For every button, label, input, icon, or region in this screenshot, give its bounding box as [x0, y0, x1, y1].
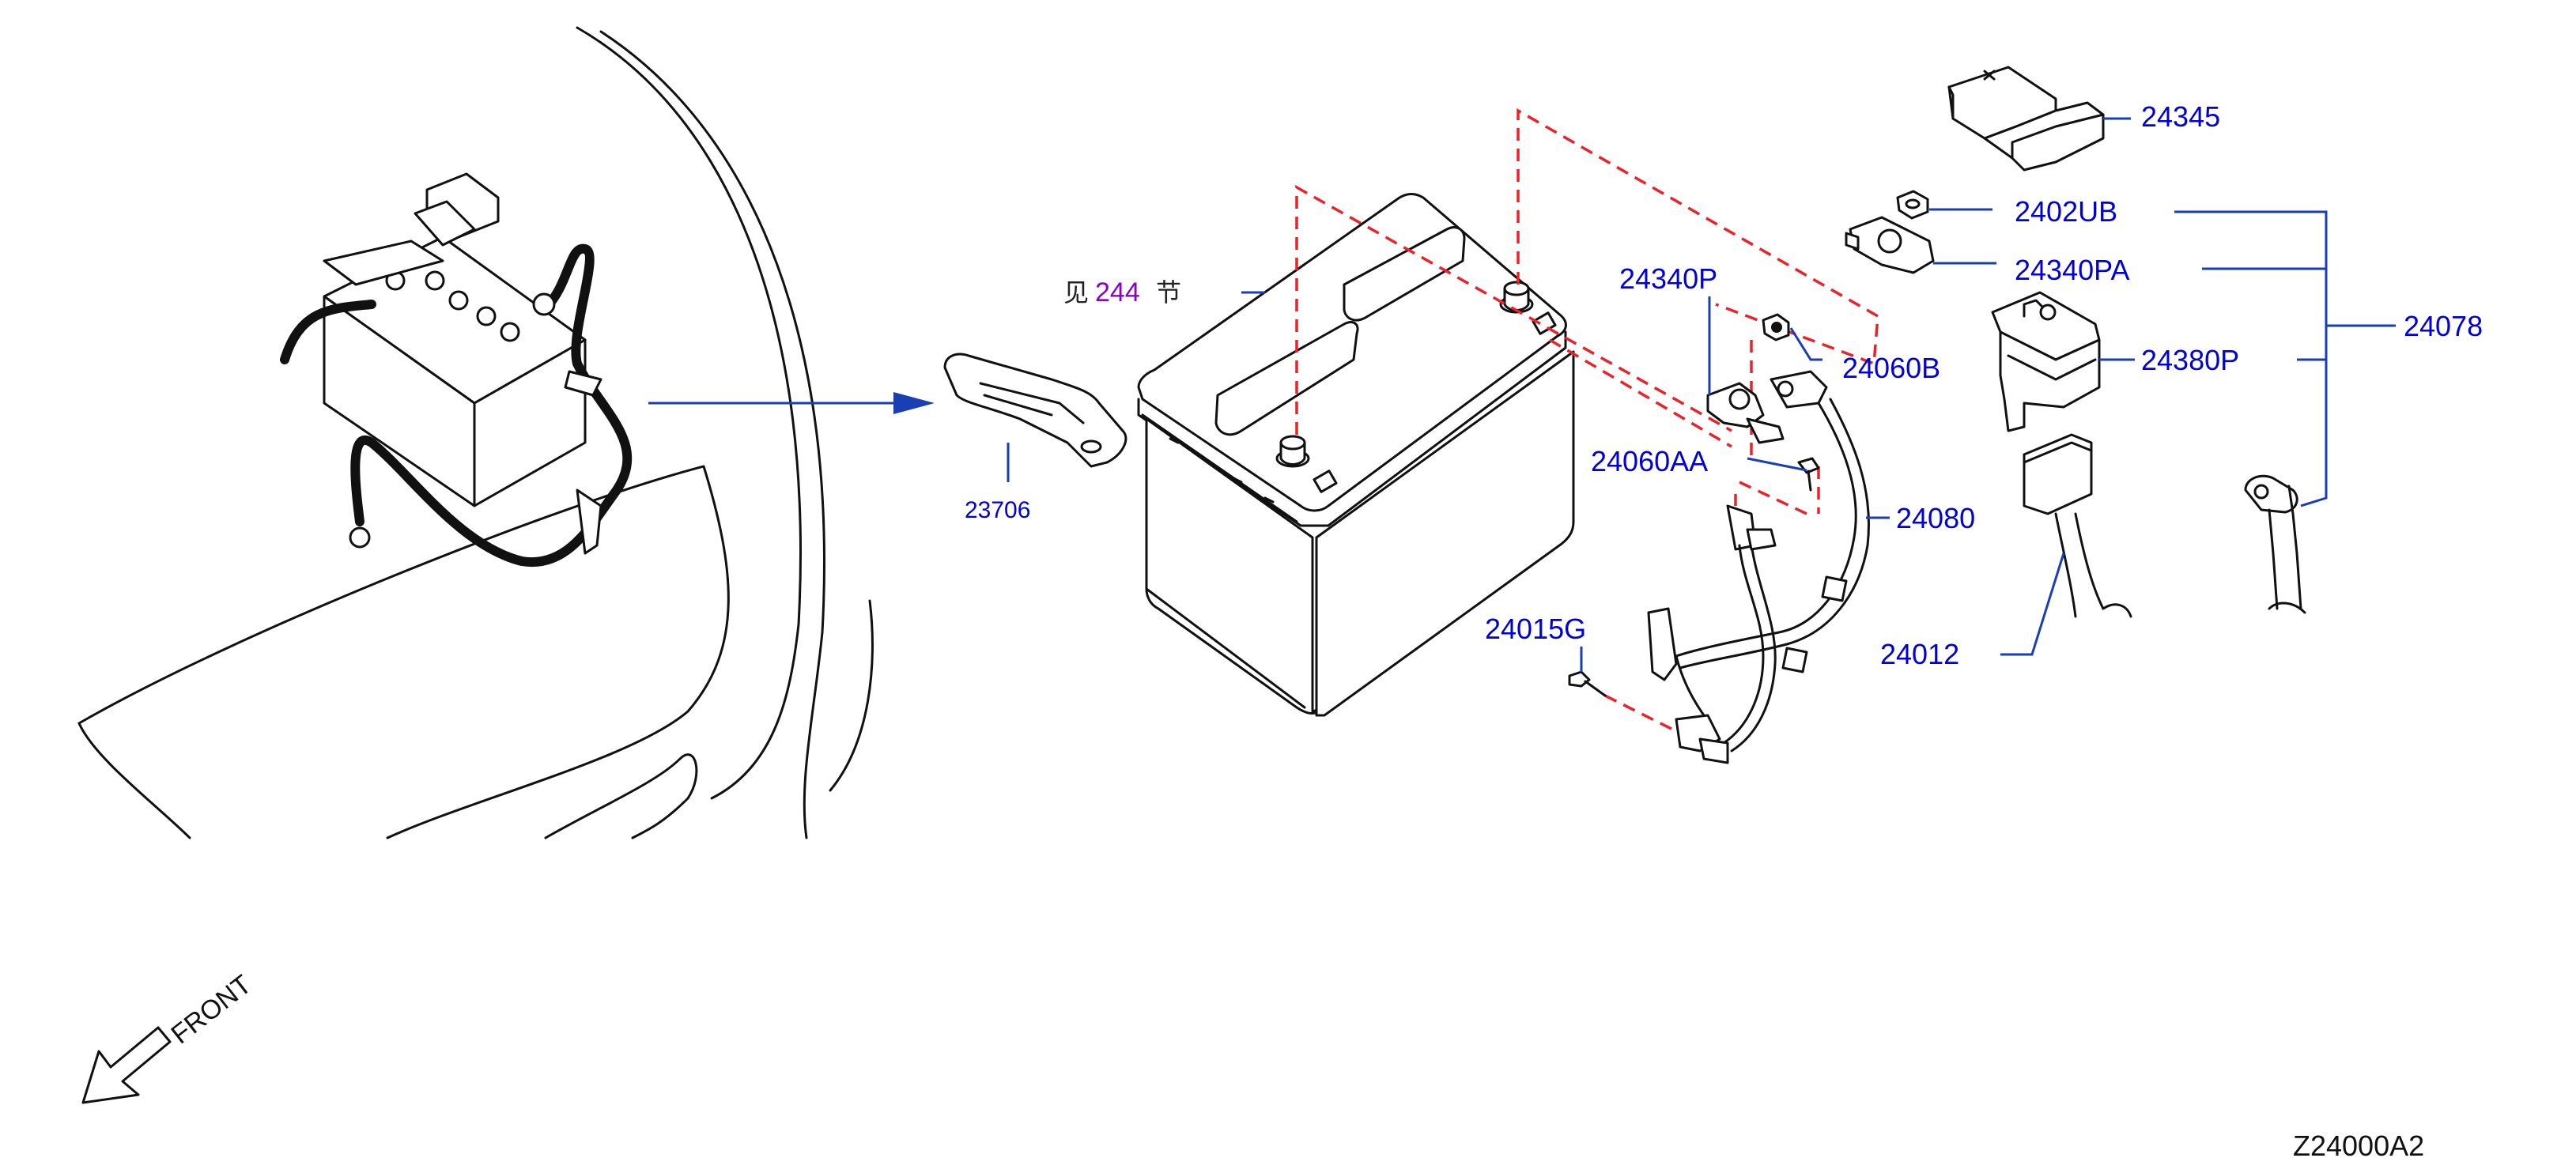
reference-suffix: 节: [1156, 277, 1181, 307]
label-24080[interactable]: 24080: [1896, 502, 1975, 534]
label-24340PA[interactable]: 24340PA: [2015, 254, 2129, 286]
battery-cable-24080: [1647, 370, 1871, 764]
label-23706[interactable]: 23706: [965, 497, 1030, 523]
cable-24012: [2023, 433, 2132, 618]
front-label: FRONT: [166, 969, 258, 1050]
assembly-dashed-lines: [1295, 107, 1879, 737]
label-2402UB[interactable]: 2402UB: [2015, 195, 2117, 228]
hold-down-bracket-23706: [943, 353, 1127, 468]
part-labels: 23706 24345 2402UB 24340PA 24340P 24060B…: [965, 100, 2483, 670]
car-body-outline: [77, 26, 874, 839]
label-24380P[interactable]: 24380P: [2141, 344, 2239, 376]
label-24078[interactable]: 24078: [2404, 310, 2483, 342]
label-24340P[interactable]: 24340P: [1619, 262, 1717, 295]
leader-lines: [1007, 117, 2396, 672]
label-24015G[interactable]: 24015G: [1485, 613, 1586, 645]
section-reference: 见 244 节: [1063, 277, 1265, 307]
label-24060AA[interactable]: 24060AA: [1591, 445, 1708, 477]
label-24345[interactable]: 24345: [2141, 100, 2220, 133]
battery: [1137, 193, 1575, 717]
fusible-link-24380P: [1991, 291, 2101, 432]
nut-24060B: [1762, 313, 1790, 341]
reference-prefix: 见: [1063, 277, 1089, 307]
front-direction-indicator: FRONT: [81, 969, 258, 1104]
diagram-id: Z24000A2: [2293, 1130, 2424, 1162]
nut-2402UB: [1896, 190, 1929, 220]
harness-terminal-24078: [2244, 474, 2306, 614]
installed-battery-assembly: [280, 172, 633, 568]
label-24012[interactable]: 24012: [1880, 638, 1959, 670]
terminal-cover-24345: [1947, 66, 2105, 172]
reference-section-link[interactable]: 244: [1095, 277, 1140, 307]
terminal-clamp-24340PA: [1845, 216, 1935, 274]
label-24060B[interactable]: 24060B: [1842, 352, 1940, 384]
bolt-24060AA: [1797, 457, 1820, 492]
bolt-24015G: [1568, 670, 1607, 697]
detail-arrow: [648, 392, 935, 414]
terminal-clamp-24340P: [1706, 382, 1785, 444]
